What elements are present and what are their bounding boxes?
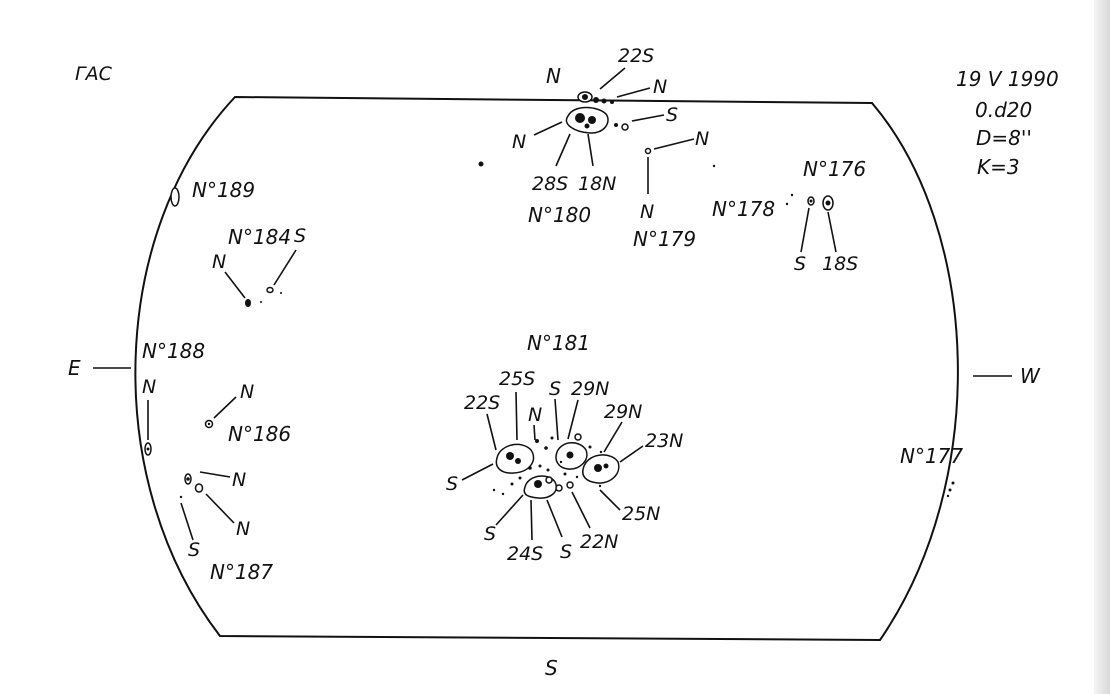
- leader-18n: [587, 133, 594, 167]
- g184-spot-p: [266, 286, 274, 294]
- label-181-24s: 24S: [507, 543, 543, 565]
- leader-187-n2: [205, 493, 235, 524]
- leader-181-29n-a: [567, 399, 579, 440]
- group-181-label: N°181: [527, 331, 590, 355]
- leader-28s: [555, 133, 571, 167]
- solar-disk-outline: [134, 95, 959, 642]
- north-label: N: [546, 64, 561, 88]
- label-181-22n: 22N: [580, 531, 618, 553]
- label-top-22s: 22S: [618, 45, 654, 67]
- leader-176-s: [800, 207, 810, 253]
- label-top-n1: N: [653, 76, 667, 98]
- leader-181-n: [533, 424, 536, 441]
- group-186-label: N°186: [228, 422, 291, 446]
- leader-top-n2: [533, 121, 563, 136]
- west-label: W: [1020, 364, 1041, 388]
- g177-spot: [951, 481, 955, 485]
- time-label: 0.d20: [975, 98, 1032, 122]
- east-label: E: [68, 356, 81, 380]
- leader-184-s: [273, 249, 297, 286]
- label-179-n-right: N: [695, 128, 709, 150]
- label-184-n: N: [212, 251, 226, 273]
- leader-181-29n-b: [603, 421, 623, 453]
- label-181-22s: 22S: [464, 392, 500, 414]
- label-179-n-below: N: [640, 201, 654, 223]
- leader-186: [213, 396, 237, 419]
- leader-187-s: [180, 502, 194, 541]
- g184-spot-f: [245, 299, 251, 307]
- quality-label: K=3: [977, 155, 1020, 179]
- group-187-label: N°187: [210, 560, 273, 584]
- south-label: S: [545, 656, 558, 680]
- leader-181-s-bl: [495, 494, 524, 526]
- leader-179-right: [653, 138, 695, 150]
- label-176-s: S: [794, 253, 806, 275]
- group-177-label: N°177: [900, 444, 963, 468]
- leader-181-25n: [599, 489, 621, 511]
- north-limb-group: [478, 91, 629, 167]
- leader-181-22s: [486, 413, 497, 451]
- leader-181-25s: [515, 391, 518, 441]
- label-181-23n: 23N: [645, 430, 683, 452]
- label-184-s: S: [294, 225, 306, 247]
- leader-181-22n: [571, 491, 591, 529]
- label-187-s: S: [188, 539, 200, 561]
- label-187-n1: N: [232, 469, 246, 491]
- label-top-s: S: [666, 104, 678, 126]
- label-181-29n-b: 29N: [604, 401, 642, 423]
- group-179-label: N°179: [633, 227, 696, 251]
- label-187-n2: N: [236, 518, 250, 540]
- label-181-s-top: S: [549, 378, 561, 400]
- leader-181-23n: [619, 445, 644, 463]
- label-181-s-bot: S: [560, 541, 572, 563]
- leader-top-n1: [616, 87, 651, 98]
- label-181-29n-a: 29N: [571, 378, 609, 400]
- group-188-label: N°188: [142, 339, 205, 363]
- label-top-28s: 28S: [532, 173, 568, 195]
- label-188-n: N: [142, 376, 156, 398]
- leader-22s: [599, 67, 626, 90]
- label-top-n2: N: [512, 131, 526, 153]
- disk-label: D=8'': [976, 126, 1032, 150]
- leader-187-n1: [199, 471, 231, 478]
- label-181-s-bl: S: [484, 523, 496, 545]
- group-178-label: N°178: [712, 197, 775, 221]
- label-181-25n: 25N: [622, 503, 660, 525]
- leader-181-s-top: [554, 398, 559, 441]
- group-180-label: N°180: [528, 203, 591, 227]
- leader-181-s-left: [461, 463, 494, 481]
- label-top-18n: 18N: [578, 173, 616, 195]
- leader-176-18s: [827, 211, 837, 253]
- label-181-s-left: S: [446, 473, 458, 495]
- label-176-18s: 18S: [822, 253, 858, 275]
- leader-181-24s: [530, 499, 533, 541]
- g179-spot: [644, 147, 652, 155]
- institution-label: ГАС: [75, 63, 113, 85]
- g187-spot-b: [194, 483, 204, 493]
- label-186-n: N: [240, 381, 254, 403]
- page-edge-shadow: [1094, 0, 1110, 694]
- group-184-label: N°184: [228, 225, 291, 249]
- label-181-n: N: [528, 404, 542, 426]
- leader-184-n: [224, 271, 246, 299]
- date-label: 19 V 1990: [956, 67, 1059, 91]
- g181-spots: [492, 433, 620, 499]
- group-189-label: N°189: [192, 178, 255, 202]
- leader-top-s: [631, 114, 665, 122]
- leader-181-s-bot: [546, 499, 563, 538]
- label-181-25s: 25S: [499, 368, 535, 390]
- group-176-label: N°176: [803, 157, 866, 181]
- g189-spot: [170, 187, 180, 207]
